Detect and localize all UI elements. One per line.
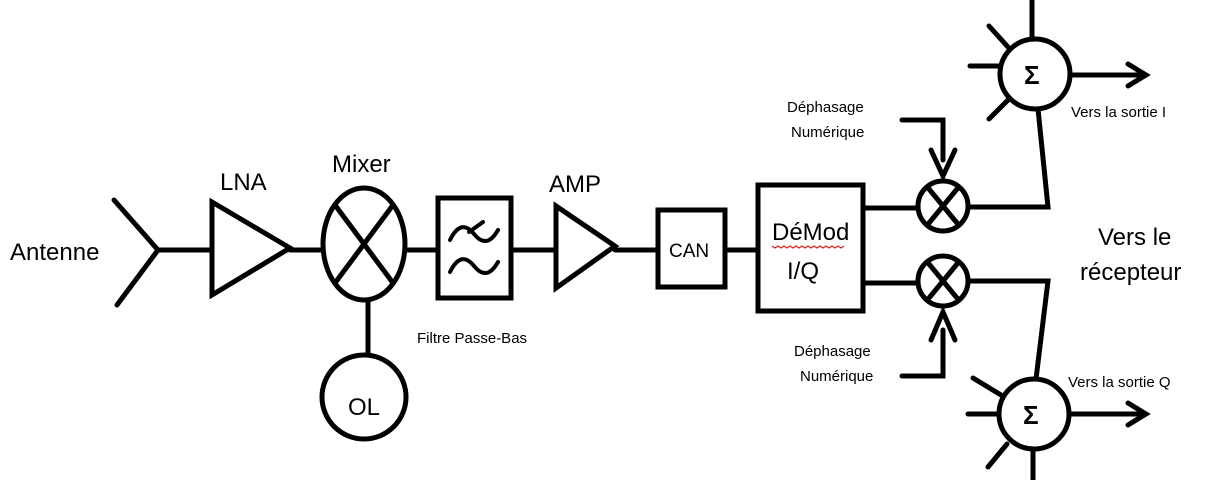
lna-amplifier [209,197,295,300]
dephasage-top-line2: Numérique [791,124,864,141]
sum-symbol-i: Σ [1024,60,1040,90]
sum-symbol-q: Σ [1023,400,1039,430]
dephasage-bottom-line2: Numérique [800,368,873,385]
ol-oscillator [319,352,409,442]
demod-label-line1: DéMod [772,219,849,246]
demod-iq-block [755,182,866,314]
dephasage-top-line1: Déphasage [787,99,864,116]
antenna-symbol [111,197,161,308]
lna-label: LNA [220,169,267,196]
low-pass-filter [435,195,514,301]
mixer-q-symbol [915,253,971,309]
sortie-i-label: Vers la sortie I [1071,104,1166,121]
recepteur-label-line1: Vers le [1098,224,1171,251]
amp-amplifier [553,201,620,293]
summer-q [965,375,1151,480]
mixer-symbol [320,185,408,303]
sortie-q-label: Vers la sortie Q [1068,374,1171,391]
dephasage-bottom-line1: Déphasage [794,343,871,360]
spellcheck-underline [771,245,845,249]
dephasage-bottom-arrow [899,305,958,379]
ol-label: OL [348,394,380,421]
mixer-i-symbol [915,178,971,234]
mixer-label: Mixer [332,151,391,178]
summer-i [967,0,1151,122]
amp-label: AMP [549,171,601,198]
filtre-label: Filtre Passe-Bas [417,330,527,347]
can-block [655,207,728,290]
recepteur-label-line2: récepteur [1080,259,1181,286]
dephasage-top-arrow [899,117,958,182]
demod-label-line2: I/Q [787,258,819,285]
can-label: CAN [669,241,709,262]
antenne-label: Antenne [10,239,99,266]
